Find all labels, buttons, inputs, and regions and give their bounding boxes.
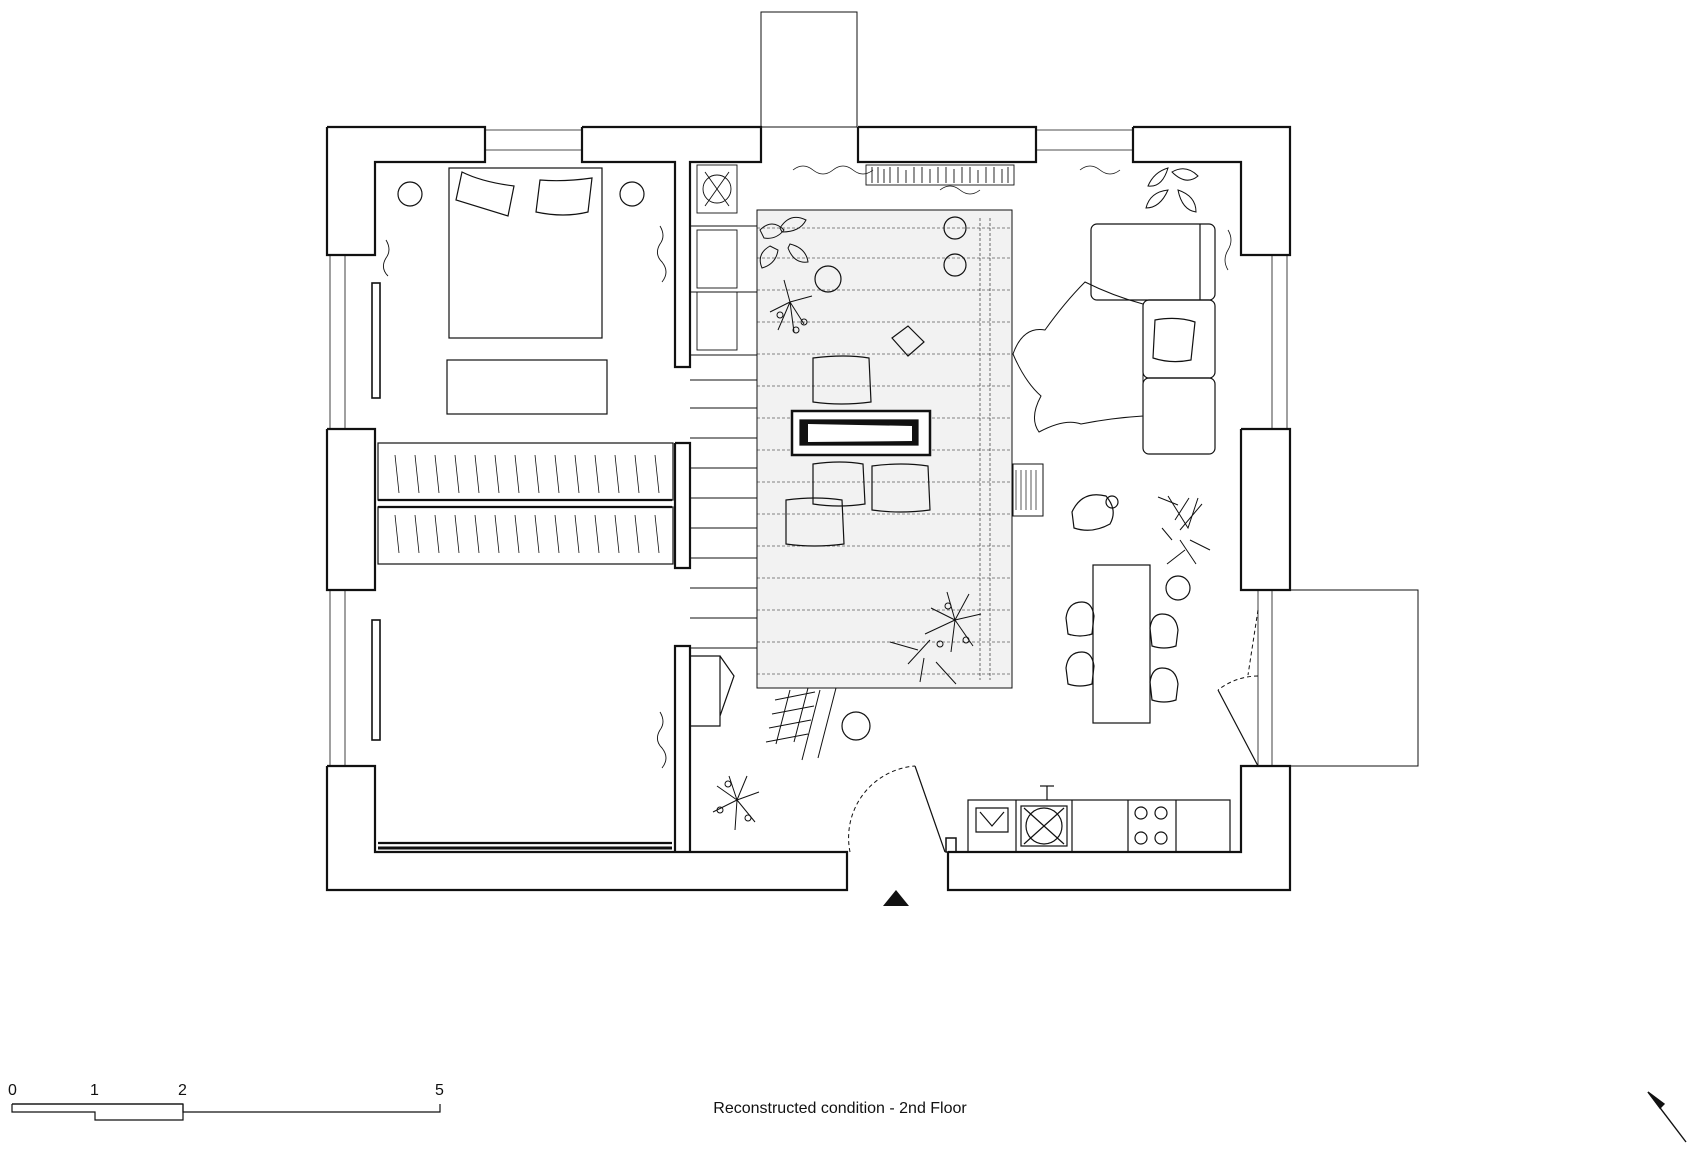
chair <box>1065 651 1095 687</box>
side-table <box>841 711 871 741</box>
radiator <box>371 282 381 399</box>
cabinet <box>696 229 738 289</box>
lamp <box>1105 495 1119 509</box>
cushion <box>812 355 872 405</box>
hob-ring <box>1134 806 1148 820</box>
chimney-outline <box>760 11 858 128</box>
drawing-caption: Reconstructed condition - 2nd Floor <box>713 1100 967 1117</box>
side-table <box>814 265 842 293</box>
cabinet <box>696 291 738 351</box>
curtain <box>383 239 390 277</box>
drying-rack <box>765 687 837 761</box>
window-frames <box>329 129 1288 766</box>
scale-label-1: 1 <box>90 1082 99 1099</box>
stair-treads <box>690 164 757 649</box>
entry-door-leaf <box>914 765 946 853</box>
bedside-lamp <box>619 181 645 207</box>
scale-label-5: 5 <box>435 1082 444 1099</box>
cushion <box>1152 317 1196 363</box>
stove <box>696 164 738 214</box>
pillow <box>535 177 593 216</box>
side-table <box>943 216 967 240</box>
hangers <box>394 454 660 494</box>
plant <box>889 591 982 685</box>
hall-cabinet <box>690 655 735 727</box>
column <box>945 837 957 853</box>
cushion <box>812 461 866 507</box>
oven <box>1020 805 1068 847</box>
side-table <box>943 253 967 277</box>
wardrobe <box>377 506 674 565</box>
north-arrow <box>1647 1091 1687 1143</box>
hob-ring <box>1134 831 1148 845</box>
balcony-outline <box>1272 589 1419 767</box>
scale-label-0: 0 <box>8 1082 17 1099</box>
plant <box>1145 167 1199 213</box>
wardrobe <box>377 442 674 501</box>
plant <box>759 216 813 334</box>
curtain <box>657 225 667 283</box>
kitchen-counter <box>967 785 1231 853</box>
pendant-lamp <box>1165 575 1191 601</box>
sheepskin-rug <box>1012 281 1144 433</box>
scale-bar <box>11 1103 441 1121</box>
plant <box>712 775 760 831</box>
scale-label-2: 2 <box>178 1082 187 1099</box>
dining-table <box>1092 564 1151 724</box>
chair <box>1149 613 1179 649</box>
cushion <box>871 463 931 513</box>
hob-ring <box>1154 806 1168 820</box>
dining-area <box>1065 564 1191 724</box>
bedroom-2 <box>371 506 674 850</box>
chair <box>1065 601 1095 637</box>
sink <box>975 807 1009 833</box>
plant <box>1157 495 1211 565</box>
balcony-door-swing <box>1217 609 1259 691</box>
hob-ring <box>1154 831 1168 845</box>
pillow <box>455 171 515 217</box>
bookshelf <box>865 164 1015 186</box>
radiator <box>371 619 381 741</box>
curtain <box>657 711 667 769</box>
bedside-lamp <box>397 181 423 207</box>
stool <box>1012 463 1044 517</box>
chair <box>1149 667 1179 703</box>
bedroom-1 <box>371 167 674 501</box>
entry-door-swing <box>848 765 916 853</box>
cushion <box>785 497 845 547</box>
rug-stripes <box>757 218 1012 680</box>
bench <box>446 359 608 415</box>
hangers <box>394 514 660 554</box>
armchair <box>1071 494 1114 531</box>
double-bed <box>448 167 603 339</box>
reading-chair <box>891 325 925 357</box>
